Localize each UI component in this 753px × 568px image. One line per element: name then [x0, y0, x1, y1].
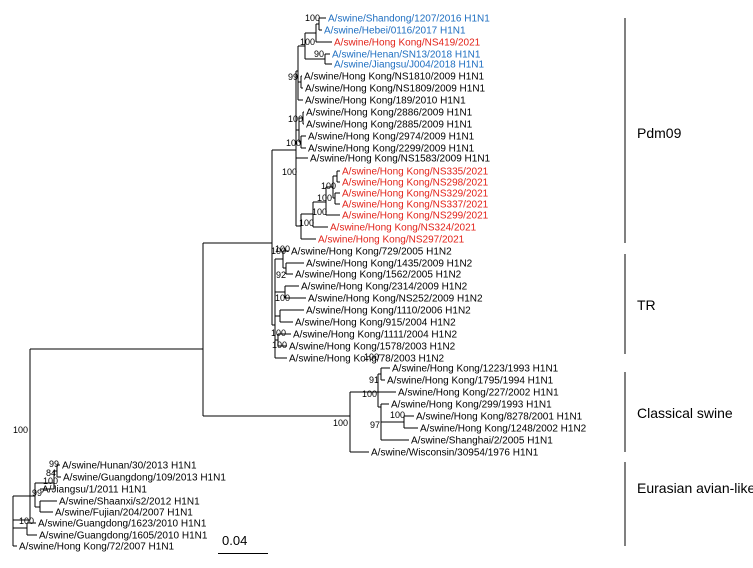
- leaf-label: A/swine/Guangdong/109/2013 H1N1: [63, 473, 226, 484]
- bootstrap-value: 100: [300, 37, 315, 47]
- bootstrap-value: 100: [282, 167, 297, 177]
- bootstrap-value: 100: [272, 340, 287, 350]
- bootstrap-value: 97: [370, 420, 380, 430]
- leaf-label: A/swine/Fujian/204/2007 H1N1: [55, 508, 193, 519]
- leaf-label: A/swine/Guangdong/1623/2010 H1N1: [38, 519, 207, 530]
- leaf-label: A/swine/Hong Kong/1795/1994 H1N1: [387, 376, 554, 387]
- leaf-label: A/swine/Shaanxi/s2/2012 H1N1: [59, 497, 200, 508]
- leaf-label: A/swine/Jiangsu/J004/2018 H1N1: [334, 60, 485, 71]
- leaf-label: A/swine/Hong Kong/NS419/2021: [334, 38, 481, 49]
- leaf-label: A/swine/Hunan/30/2013 H1N1: [62, 461, 197, 472]
- leaf-label: A/swine/Hong Kong/78/2003 H1N2: [289, 354, 445, 365]
- clade-label: TR: [637, 297, 656, 313]
- bootstrap-value: 100: [299, 218, 314, 228]
- bootstrap-value: 100: [19, 516, 34, 526]
- bootstrap-value: 100: [286, 138, 301, 148]
- leaf-label: A/swine/Hong Kong/2885/2009 H1N1: [306, 120, 473, 131]
- bootstrap-value: 100: [271, 328, 286, 338]
- bootstrap-value: 100: [305, 13, 320, 23]
- leaf-label: A/swine/Shandong/1207/2016 H1N1: [328, 14, 490, 25]
- leaf-label: A/swine/Hong Kong/NS297/2021: [318, 235, 465, 246]
- leaf-label: A/swine/Hong Kong/NS329/2021: [342, 189, 489, 200]
- leaf-label: A/swine/Hong Kong/1435/2009 H1N2: [306, 259, 473, 270]
- bootstrap-value: 92: [276, 270, 286, 280]
- scale-bar-label: 0.04: [222, 533, 247, 548]
- leaf-label: A/swine/Hong Kong/NS337/2021: [342, 200, 489, 211]
- leaf-label: A/swine/Hong Kong/189/2010 H1N1: [305, 96, 466, 107]
- leaf-label: A/swine/Hong Kong/NS324/2021: [330, 223, 477, 234]
- leaf-label: A/swine/Hong Kong/8278/2001 H1N1: [416, 412, 583, 423]
- leaf-label: A/swine/Hong Kong/2886/2009 H1N1: [306, 108, 473, 119]
- clade-label: Classical swine: [637, 405, 733, 421]
- bootstrap-value: 100: [321, 181, 336, 191]
- leaf-label: A/swine/Hong Kong/NS335/2021: [342, 167, 489, 178]
- leaf-label: A/swine/Hong Kong/2299/2009 H1N1: [308, 144, 475, 155]
- leaf-label: A/swine/Hong Kong/2314/2009 H1N2: [301, 282, 468, 293]
- leaf-label: A/swine/Hong Kong/1223/1993 H1N1: [392, 364, 559, 375]
- leaf-label: A/swine/Hong Kong/1562/2005 H1N2: [295, 270, 462, 281]
- bootstrap-value: 100: [275, 244, 290, 254]
- bootstrap-values: 1001009099100100100100100100100100100921…: [13, 13, 405, 526]
- leaf-label: A/swine/Hong Kong/227/2002 H1N1: [398, 388, 559, 399]
- leaf-label: A/swine/Shanghai/2/2005 H1N1: [411, 436, 553, 447]
- bootstrap-value: 100: [275, 293, 290, 303]
- leaf-label: A/swine/Hebei/0116/2017 H1N1: [324, 26, 466, 37]
- leaf-label: A/swine/Hong Kong/72/2007 H1N1: [19, 542, 175, 553]
- bootstrap-value: 90: [314, 49, 324, 59]
- leaf-label: A/swine/Hong Kong/299/1993 H1N1: [391, 400, 552, 411]
- bootstrap-value: 84: [46, 468, 56, 478]
- bootstrap-value: 100: [333, 418, 348, 428]
- clade-label: Pdm09: [637, 125, 682, 141]
- bootstrap-value: 100: [288, 114, 303, 124]
- bootstrap-value: 100: [13, 425, 28, 435]
- leaf-label: A/swine/Hong Kong/1111/2004 H1N2: [293, 330, 457, 341]
- bootstrap-value: 99: [32, 488, 42, 498]
- bootstrap-value: 100: [390, 410, 405, 420]
- bootstrap-value: 91: [369, 375, 379, 385]
- leaf-label: A/swine/Hong Kong/2974/2009 H1N1: [308, 132, 475, 143]
- leaf-label: A/swine/Hong Kong/NS298/2021: [342, 178, 489, 189]
- bootstrap-value: 100: [317, 193, 332, 203]
- bootstrap-value: 100: [362, 389, 377, 399]
- tree-branches: [12, 17, 418, 547]
- leaf-label: A/swine/Hong Kong/1248/2002 H1N2: [420, 424, 587, 435]
- bootstrap-value: 99: [288, 72, 298, 82]
- bootstrap-value: 100: [271, 246, 286, 256]
- bootstrap-value: 100: [43, 476, 58, 486]
- leaf-label: A/swine/Hong Kong/NS1810/2009 H1N1: [304, 72, 485, 83]
- leaf-label: A/swine/Wisconsin/30954/1976 H1N1: [371, 448, 539, 459]
- bootstrap-value: 100: [312, 207, 327, 217]
- bootstrap-value: 100: [364, 352, 379, 362]
- leaf-label: A/swine/Hong Kong/NS1583/2009 H1N1: [310, 154, 491, 165]
- leaf-labels: A/swine/Shandong/1207/2016 H1N1A/swine/H…: [19, 14, 587, 553]
- leaf-label: A/swine/Hong Kong/NS252/2009 H1N2: [308, 294, 483, 305]
- leaf-label: A/swine/Henan/SN13/2018 H1N1: [332, 50, 481, 61]
- clade-label: Eurasian avian-like: [637, 480, 753, 496]
- bootstrap-value: 99: [49, 459, 59, 469]
- leaf-label: A/swine/Guangdong/1605/2010 H1N1: [39, 531, 208, 542]
- leaf-label: A/swine/Hong Kong/1110/2006 H1N2: [306, 306, 471, 317]
- leaf-label: A/swine/Hong Kong/NS299/2021: [342, 211, 489, 222]
- leaf-label: A/swine/Hong Kong/915/2004 H1N2: [295, 318, 456, 329]
- leaf-label: A/swine/Hong Kong/729/2005 H1N2: [291, 247, 452, 258]
- scale-bar: 0.04: [218, 533, 268, 554]
- leaf-label: A/Jiangsu/1/2011 H1N1: [42, 485, 147, 496]
- leaf-label: A/swine/Hong Kong/1578/2003 H1N2: [289, 342, 456, 353]
- leaf-label: A/swine/Hong Kong/NS1809/2009 H1N1: [305, 84, 486, 95]
